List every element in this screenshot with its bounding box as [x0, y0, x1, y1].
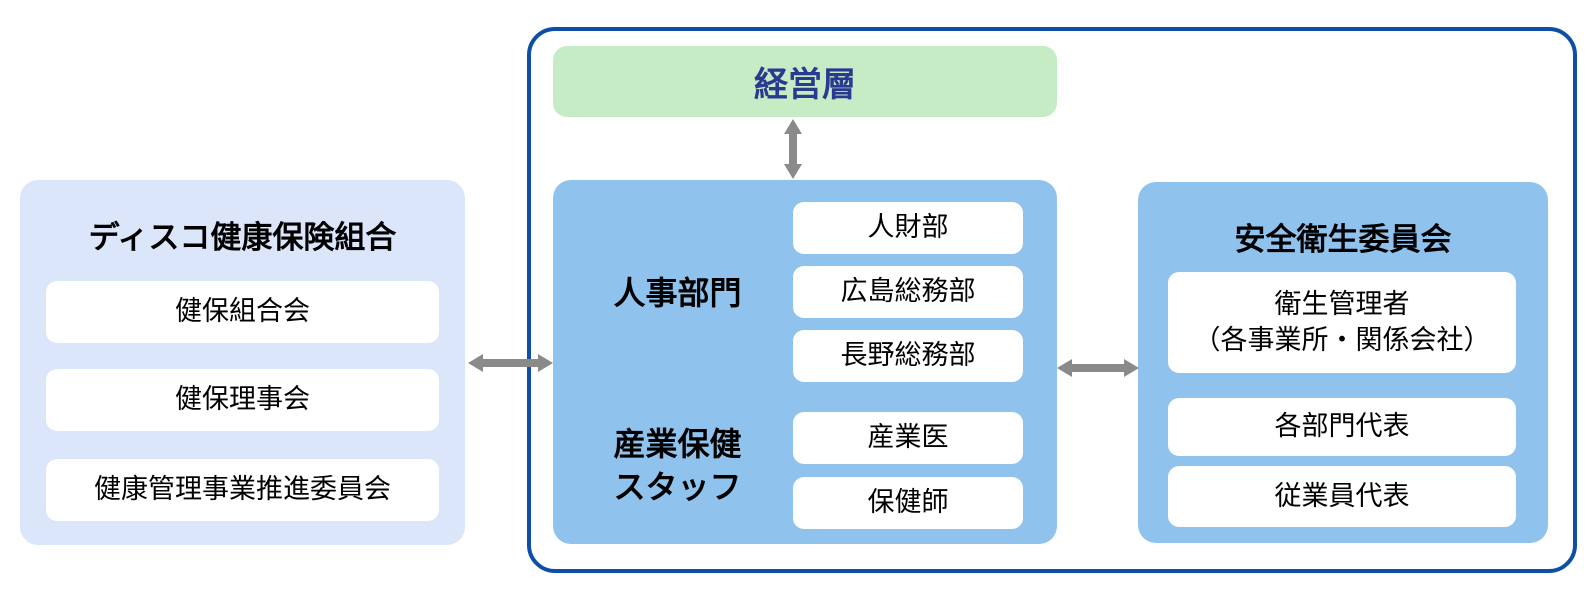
health-insurance-item: 健保組合会	[46, 281, 439, 343]
hr-division-item: 広島総務部	[793, 266, 1023, 318]
health-insurance-title: ディスコ健康保険組合	[88, 220, 397, 255]
health-insurance-item: 健保理事会	[46, 369, 439, 431]
safety-health-committee-title: 安全衛生委員会	[1234, 222, 1452, 257]
horizontal-double-arrow-icon	[1057, 359, 1139, 377]
hr-division-item: 人財部	[793, 202, 1023, 254]
company-boundary-frame	[527, 27, 1577, 573]
management-box: 経営層	[553, 46, 1057, 117]
safety-committee-item: 衛生管理者 （各事業所・関係会社）	[1168, 272, 1516, 373]
health-insurance-item: 健康管理事業推進委員会	[46, 459, 439, 521]
safety-committee-item: 各部門代表	[1168, 398, 1516, 456]
hr-occupational-health-panel: 人事部門 人財部 広島総務部 長野総務部 産業保健 スタッフ 産業医 保健師	[553, 180, 1057, 544]
safety-committee-item: 従業員代表	[1168, 466, 1516, 527]
management-label: 経営層	[754, 66, 856, 104]
occupational-health-staff-label: 産業保健 スタッフ	[613, 426, 742, 506]
hr-division-item: 長野総務部	[793, 330, 1023, 382]
horizontal-double-arrow-icon	[468, 354, 553, 372]
hr-division-label: 人事部門	[613, 275, 742, 311]
occupational-health-item: 産業医	[793, 412, 1023, 464]
vertical-double-arrow-icon	[784, 119, 802, 179]
health-insurance-panel: ディスコ健康保険組合 健保組合会 健保理事会 健康管理事業推進委員会	[20, 180, 465, 545]
occupational-health-item: 保健師	[793, 477, 1023, 529]
safety-health-committee-panel: 安全衛生委員会 衛生管理者 （各事業所・関係会社） 各部門代表 従業員代表	[1138, 182, 1548, 543]
